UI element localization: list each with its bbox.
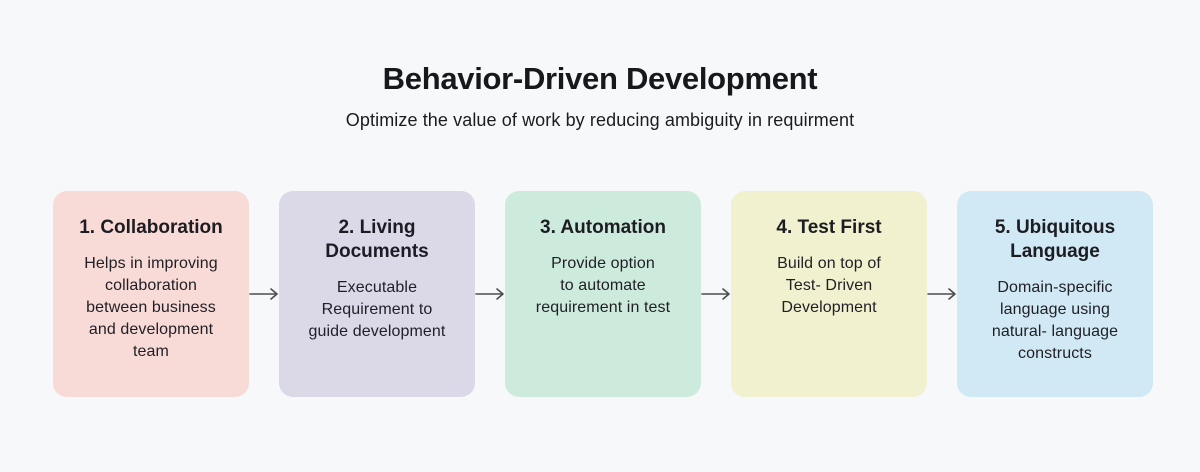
step-heading: 3. Automation (540, 217, 666, 239)
step-body: Domain-specific language using natural- … (991, 279, 1119, 363)
flow-arrow (475, 191, 505, 397)
step-heading: 2. Living Documents (325, 217, 429, 263)
diagram-title: Behavior-Driven Development (382, 61, 818, 96)
step-card-ubiquitous-language: 5. Ubiquitous Language Domain-specific l… (957, 191, 1153, 398)
step-card-collaboration: 1. Collaboration Helps in improving coll… (53, 191, 249, 398)
step-card-automation: 3. Automation Provide option to automate… (505, 191, 701, 398)
right-arrow-icon (475, 288, 504, 300)
step-heading: 4. Test First (776, 217, 882, 239)
flow-arrow (249, 191, 279, 397)
step-body: Provide option to automate requirement i… (535, 255, 671, 317)
flow-arrow (701, 191, 731, 397)
step-body: Executable Requirement to guide developm… (308, 279, 446, 341)
diagram-subtitle: Optimize the value of work by reducing a… (345, 110, 855, 131)
process-flow: 1. Collaboration Helps in improving coll… (53, 191, 1153, 398)
diagram-header: Behavior-Driven Development Optimize the… (0, 0, 1200, 131)
step-card-living-documents: 2. Living Documents Executable Requireme… (279, 191, 475, 398)
right-arrow-icon (927, 288, 956, 300)
step-heading: 1. Collaboration (79, 217, 223, 239)
right-arrow-icon (249, 288, 278, 300)
step-card-test-first: 4. Test First Build on top of Test- Driv… (731, 191, 927, 398)
step-heading: 5. Ubiquitous Language (994, 217, 1116, 263)
step-body: Build on top of Test- Driven Development (777, 255, 881, 317)
step-body: Helps in improving collaboration between… (84, 255, 218, 361)
right-arrow-icon (701, 288, 730, 300)
flow-arrow (927, 191, 957, 397)
